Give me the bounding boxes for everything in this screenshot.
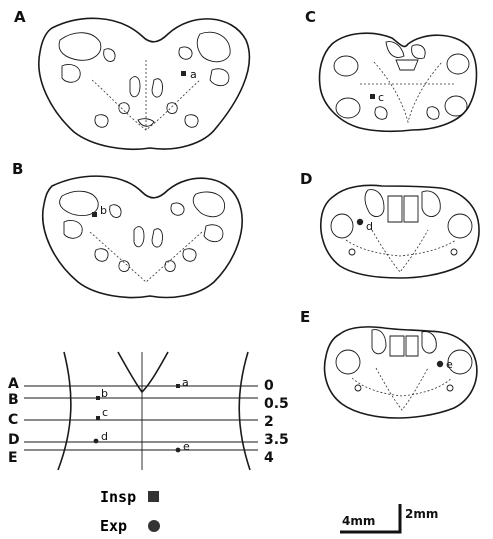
section-a: a [39, 18, 250, 149]
level-site-c-marker [96, 416, 100, 420]
site-b-insp-marker [92, 212, 97, 217]
level-site-c-label: c [102, 406, 108, 419]
site-e-label: e [446, 358, 453, 371]
legend-insp-square-icon [148, 491, 159, 502]
section-c: c [320, 33, 477, 131]
level-value-d: 3.5 [264, 432, 289, 448]
level-site-b-label: b [101, 387, 108, 400]
level-schematic: A B C D E 0 0.5 2 3.5 4 a b c d e [8, 352, 289, 470]
level-site-b-marker [96, 396, 100, 400]
level-site-d-marker [94, 439, 99, 444]
legend: Insp Exp [100, 488, 160, 535]
level-value-c: 2 [264, 414, 274, 430]
level-site-e-label: e [183, 440, 190, 453]
schematic-left-border [58, 352, 71, 470]
legend-insp-label: Insp [100, 488, 136, 506]
level-site-e-marker [176, 448, 181, 453]
site-e-exp-marker [437, 361, 443, 367]
level-site-a-label: a [182, 376, 189, 389]
section-d-outline [321, 185, 479, 278]
level-letter-e: E [8, 450, 18, 466]
level-site-a-marker [176, 384, 180, 388]
level-letter-c: C [8, 412, 18, 428]
site-b-label: b [100, 204, 107, 217]
legend-exp-circle-icon [148, 520, 160, 532]
section-d: d [321, 185, 479, 278]
section-b-outline [43, 176, 242, 297]
site-a-label: a [190, 68, 197, 81]
level-site-d-label: d [101, 430, 108, 443]
site-c-label: c [378, 91, 384, 104]
site-d-label: d [366, 220, 373, 233]
schematic-right-border [239, 352, 250, 470]
level-value-a: 0 [264, 378, 274, 394]
level-letter-b: B [8, 392, 19, 408]
site-a-insp-marker [181, 71, 186, 76]
scale-bar: 4mm 2mm [340, 504, 438, 532]
level-value-e: 4 [264, 450, 274, 466]
scale-horizontal-label: 4mm [342, 514, 375, 528]
site-c-insp-marker [370, 94, 375, 99]
section-c-outline [320, 33, 477, 131]
level-value-b: 0.5 [264, 396, 289, 412]
section-a-outline [39, 18, 250, 149]
level-letter-a: A [8, 376, 19, 392]
site-d-exp-marker [357, 219, 363, 225]
scale-vertical-label: 2mm [405, 507, 438, 521]
level-letter-d: D [8, 432, 20, 448]
section-b: b [43, 176, 242, 297]
section-e: e [325, 327, 477, 418]
legend-exp-label: Exp [100, 517, 127, 535]
